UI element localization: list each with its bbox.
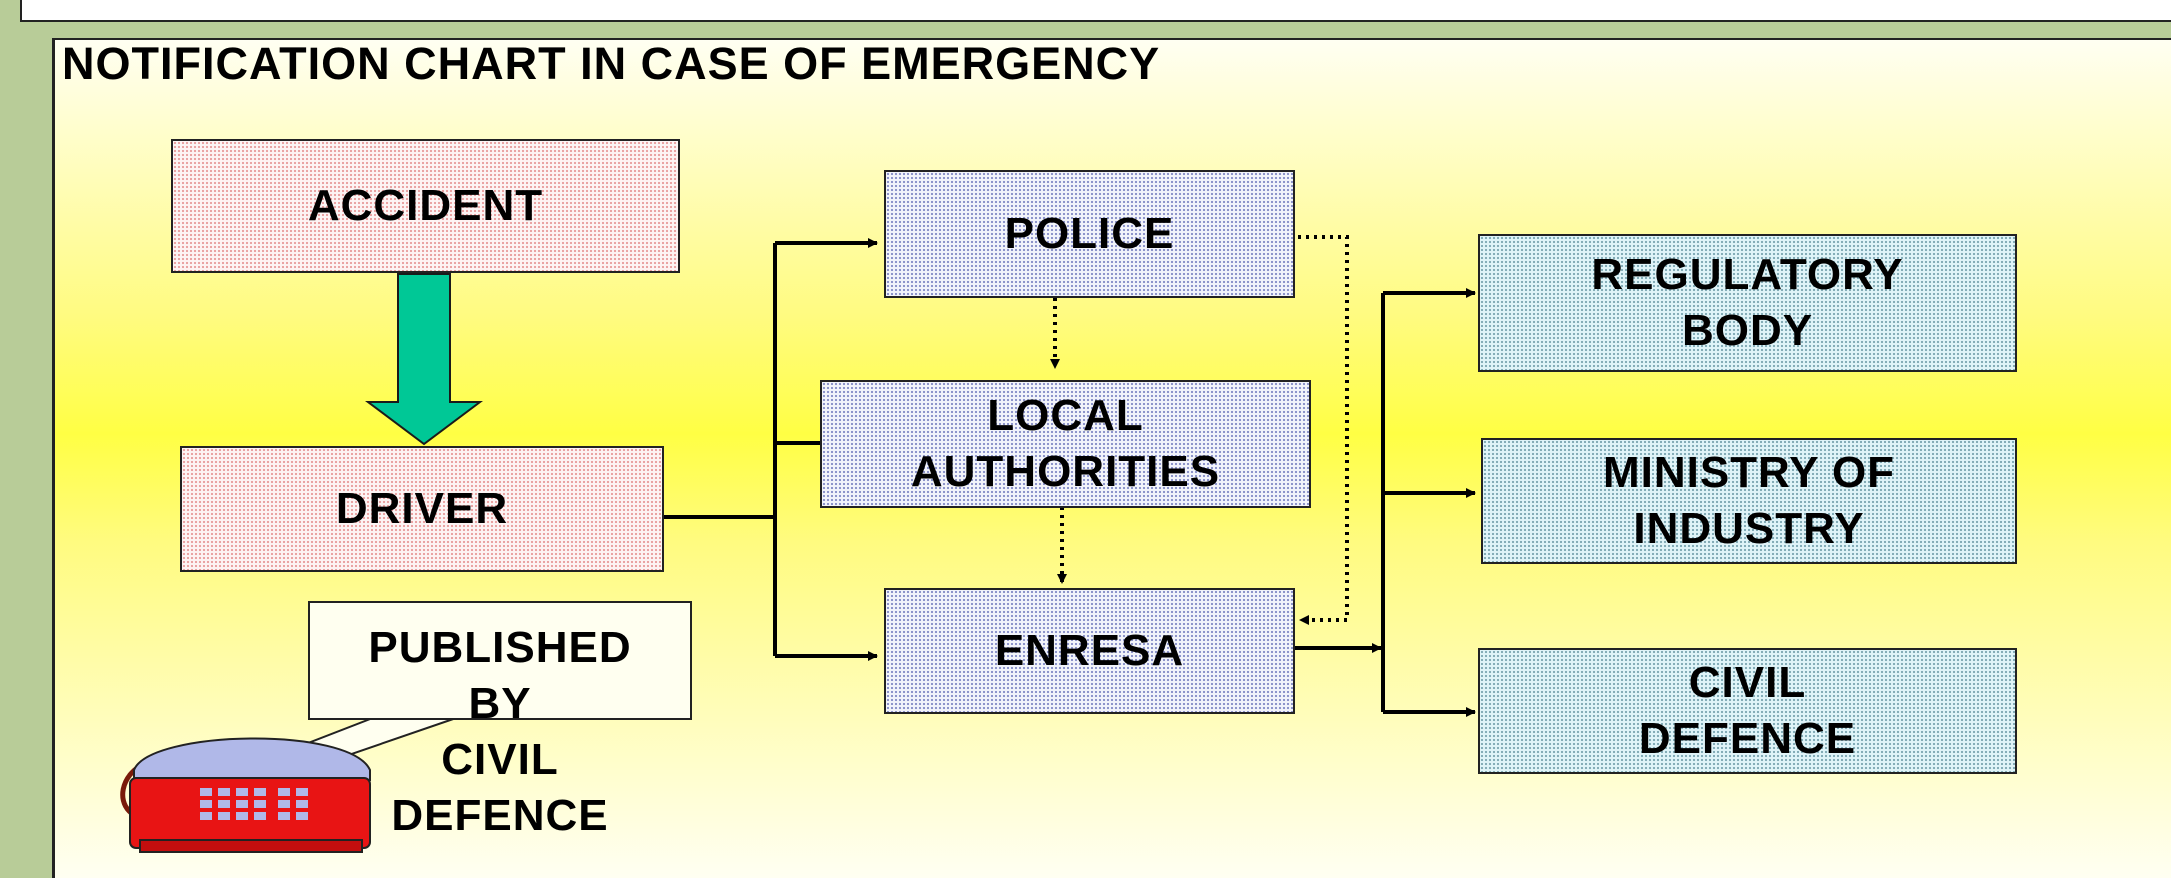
node-ministry-of-industry: MINISTRY OF INDUSTRY [1481, 438, 2017, 564]
police-to-enresa-dotted-arrow [1290, 235, 1349, 625]
enresa-connectors [1288, 288, 1476, 717]
node-civil-defence-line-1: CIVIL [1688, 658, 1807, 707]
node-civil-defence: CIVIL DEFENCE [1478, 648, 2017, 774]
node-driver-label: DRIVER [335, 484, 509, 533]
node-ministry-of-industry-line-1: MINISTRY OF [1602, 448, 1896, 497]
node-driver: DRIVER [180, 446, 664, 572]
dotted-connectors [1050, 235, 1349, 625]
top-panel [20, 0, 2171, 22]
node-regulatory-body-line-2: BODY [1681, 306, 1814, 355]
published-by-callout [308, 601, 692, 720]
page-title: NOTIFICATION CHART IN CASE OF EMERGENCY [62, 38, 1161, 89]
callout-line-3: CIVIL [441, 735, 559, 784]
node-regulatory-body: REGULATORY BODY [1478, 234, 2017, 372]
node-police-label: POLICE [1004, 209, 1175, 258]
node-accident-label: ACCIDENT [307, 181, 544, 230]
callout-line-4: DEFENCE [391, 791, 609, 840]
published-by-text: PUBLISHED BY CIVIL DEFENCE [300, 620, 700, 844]
node-local-authorities-line-2: AUTHORITIES [910, 447, 1221, 496]
node-police: POLICE [884, 170, 1295, 298]
callout-line-2: BY [468, 679, 532, 728]
node-enresa-label: ENRESA [994, 626, 1185, 675]
node-civil-defence-line-2: DEFENCE [1638, 714, 1857, 763]
node-local-authorities-line-1: LOCAL [987, 391, 1144, 440]
callout-line-1: PUBLISHED [368, 623, 632, 672]
node-enresa: ENRESA [884, 588, 1295, 714]
telephone-icon [120, 737, 371, 853]
down-arrow-icon [365, 273, 483, 446]
node-accident: ACCIDENT [171, 139, 680, 273]
node-ministry-of-industry-line-2: INDUSTRY [1633, 504, 1865, 553]
node-regulatory-body-line-1: REGULATORY [1591, 250, 1904, 299]
node-local-authorities: LOCAL AUTHORITIES [820, 380, 1311, 508]
